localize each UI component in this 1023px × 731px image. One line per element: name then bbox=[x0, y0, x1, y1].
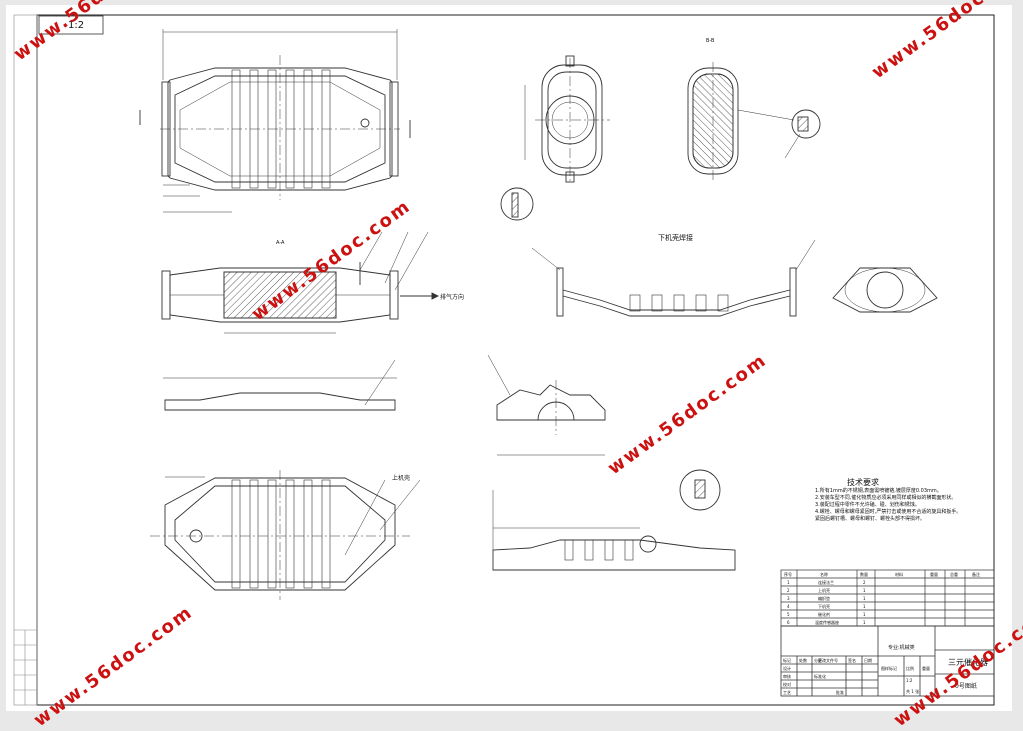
part-qty: 2 bbox=[863, 580, 866, 585]
title-weight-label: 重量 bbox=[922, 666, 930, 671]
title-sheet-size: 0号图纸 bbox=[955, 683, 977, 690]
part-qty: 1 bbox=[863, 604, 866, 609]
lower-shell-profile-view bbox=[492, 469, 736, 571]
title-company: 专业:机械类 bbox=[888, 645, 915, 651]
title-row-label: 设计 bbox=[783, 666, 791, 671]
section-a-a-title: A-A bbox=[276, 240, 285, 246]
title-sheet-count: 共 1 张 bbox=[906, 689, 920, 694]
part-name: 温度传感器座 bbox=[815, 620, 839, 625]
title-row-label: 标记 bbox=[783, 658, 791, 663]
title-drawing-name: 三元催化器 bbox=[948, 658, 988, 667]
parts-header: 重量 bbox=[930, 572, 938, 577]
title-row-label: 分区 bbox=[814, 658, 822, 663]
scale-label: 1:2 bbox=[68, 20, 85, 31]
paper bbox=[6, 5, 1012, 711]
parts-header: 备注 bbox=[972, 572, 980, 577]
tech-line: 2.安装车型不同,催化物质应必须采用同样或相似的横截面形状。 bbox=[815, 495, 957, 501]
top-view bbox=[139, 29, 411, 213]
part-name: 下机壳 bbox=[818, 604, 830, 609]
side-profile-view bbox=[163, 359, 397, 411]
tech-line: 3.装配过程中零件不允许磕、碰、划伤和锈蚀。 bbox=[815, 502, 920, 508]
part-number: 5 bbox=[787, 612, 790, 617]
lower-shell-title: 下机壳焊接 bbox=[658, 234, 693, 242]
section-b-b-title: B-B bbox=[706, 38, 715, 44]
lower-shell-weld-view bbox=[531, 239, 938, 317]
bottom-view bbox=[150, 470, 421, 600]
title-row-label: 校对 bbox=[783, 682, 791, 687]
parts-header: 序号 bbox=[784, 572, 792, 577]
title-row-label: 更改文件号 bbox=[818, 658, 838, 663]
part-name: 上机壳 bbox=[818, 588, 830, 593]
title-stage-label: 图样标记 bbox=[881, 666, 897, 671]
part-qty: 1 bbox=[863, 612, 866, 617]
title-row-label: 签名 bbox=[848, 658, 856, 663]
part-number: 1 bbox=[787, 580, 790, 585]
part-name: 催化剂 bbox=[818, 612, 830, 617]
part-name: 连接法兰 bbox=[818, 580, 834, 585]
section-b-b-view bbox=[687, 62, 821, 180]
part-number: 4 bbox=[787, 604, 790, 609]
part-number: 2 bbox=[787, 588, 790, 593]
parts-header: 材料 bbox=[895, 572, 903, 577]
part-name: 编织垫 bbox=[818, 596, 830, 601]
title-scale-label: 比例 bbox=[906, 666, 914, 671]
flange-view bbox=[500, 55, 610, 221]
tech-line: 1.所有1mm的不锈钢,表面需喷镀铬,镀层厚度0.03mm。 bbox=[815, 488, 942, 494]
left-binding-strip bbox=[14, 629, 37, 705]
tech-line: 紧固后螺钉槽、螺母和螺钉、螺栓头部不得损坏。 bbox=[815, 516, 926, 522]
title-block bbox=[780, 625, 995, 697]
upper-shell-label: 上机壳 bbox=[392, 475, 411, 482]
part-qty: 1 bbox=[863, 620, 866, 625]
title-row-label: 审核 bbox=[783, 674, 791, 679]
exhaust-direction-label: 排气方向 bbox=[440, 294, 465, 301]
title-row-label: 标准化 bbox=[814, 674, 826, 679]
tech-requirements: 技术要求 1.所有1mm的不锈钢,表面需喷镀铬,镀层厚度0.03mm。 2.安装… bbox=[815, 477, 985, 523]
title-row-label: 日期 bbox=[864, 658, 872, 663]
title-row-label: 工艺 bbox=[783, 690, 791, 695]
parts-header: 总重 bbox=[950, 572, 958, 577]
title-row-label: 处数 bbox=[799, 658, 807, 663]
section-a-a-view bbox=[161, 231, 440, 334]
part-qty: 1 bbox=[863, 588, 866, 593]
part-qty: 1 bbox=[863, 596, 866, 601]
tech-line: 4.螺栓、螺母和螺母紧固时,严禁打击或使用不合适的旋具和扳手。 bbox=[815, 509, 962, 515]
scale-box bbox=[38, 15, 104, 35]
tech-requirements-title: 技术要求 bbox=[847, 478, 879, 487]
part-number: 6 bbox=[787, 620, 790, 625]
part-number: 3 bbox=[787, 596, 790, 601]
parts-header: 数量 bbox=[860, 572, 868, 577]
parts-header: 名称 bbox=[820, 572, 828, 577]
title-row-label: 批准 bbox=[836, 690, 844, 695]
title-scale-value: 1:2 bbox=[906, 678, 913, 683]
bracket-view bbox=[487, 354, 606, 456]
